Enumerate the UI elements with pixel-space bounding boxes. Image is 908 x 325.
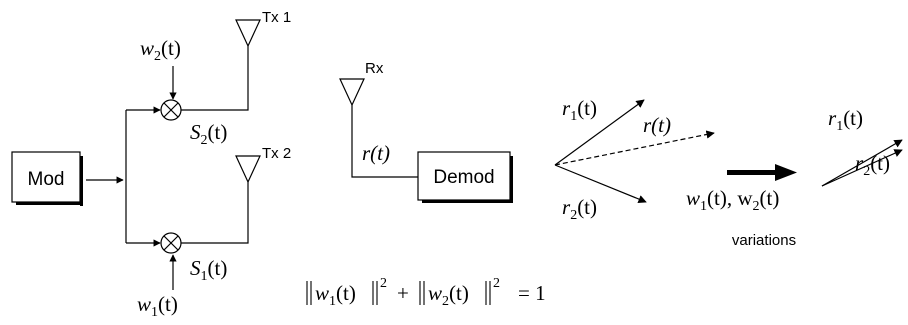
r2-before-label: r2(t) xyxy=(562,195,597,223)
tx2-label: Tx 2 xyxy=(262,145,291,162)
tx2-feed xyxy=(181,182,249,244)
w2-label: w2(t) xyxy=(140,36,181,64)
rx-label: Rx xyxy=(365,60,384,77)
weights-label: w1(t), w2(t) xyxy=(686,186,779,214)
tx1-label: Tx 1 xyxy=(262,9,291,26)
tx1-antenna-icon xyxy=(235,19,261,48)
svg-text:w2(t): w2(t) xyxy=(428,281,469,309)
vectors-after xyxy=(821,139,903,187)
mod-box: Mod xyxy=(11,151,83,206)
s1-label: S1(t) xyxy=(190,256,227,284)
variations-label: variations xyxy=(732,232,796,249)
mod-label: Mod xyxy=(28,169,65,190)
svg-text:2: 2 xyxy=(493,276,500,291)
multiplier-lower xyxy=(160,232,182,254)
splitter-lines xyxy=(86,106,161,247)
demod-box: Demod xyxy=(417,151,513,203)
r1-after-label: r1(t) xyxy=(828,106,863,134)
tx1-feed xyxy=(181,46,249,111)
vectors-before xyxy=(554,99,715,204)
svg-text:+: + xyxy=(397,281,409,305)
r2-after-label: r2(t) xyxy=(855,151,890,179)
demod-label: Demod xyxy=(433,167,494,188)
rx-signal-label: r(t) xyxy=(362,141,390,165)
r1-before-label: r1(t) xyxy=(562,96,597,124)
svg-text:= 1: = 1 xyxy=(518,281,546,305)
r-before-label: r(t) xyxy=(643,113,671,137)
tx2-antenna-icon xyxy=(235,155,261,184)
svg-text:2: 2 xyxy=(380,276,387,291)
rx-antenna-icon xyxy=(339,78,365,107)
rx-feed xyxy=(351,105,418,178)
svg-text:w1(t): w1(t) xyxy=(315,281,356,309)
power-constraint-equation: w1(t) 2 + w2(t) 2 = 1 xyxy=(306,276,546,309)
s2-label: S2(t) xyxy=(190,120,227,148)
transition-arrow xyxy=(727,164,797,181)
w1-label: w1(t) xyxy=(137,292,178,320)
multiplier-upper xyxy=(160,99,182,121)
